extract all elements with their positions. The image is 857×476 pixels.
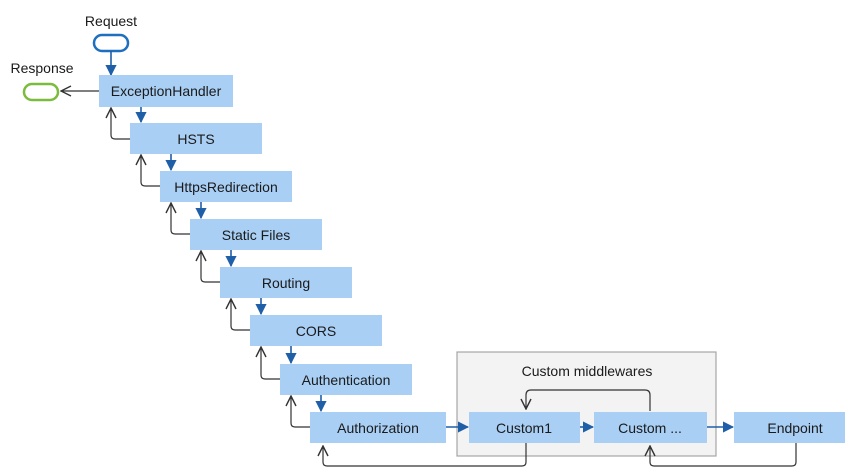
return-endpoint-to-custommore — [650, 443, 797, 467]
node-authorization: Authorization — [310, 412, 446, 443]
node-endpoint: Endpoint — [734, 412, 845, 443]
node-custom1-label: Custom1 — [496, 420, 552, 436]
node-custom-more: Custom ... — [594, 412, 707, 443]
response-pill — [22, 82, 60, 102]
node-cors-label: CORS — [296, 323, 336, 339]
return-custom1-to-authz — [323, 443, 527, 467]
node-routing-label: Routing — [262, 275, 310, 291]
return-https-to-hsts — [141, 155, 160, 187]
node-custom-more-label: Custom ... — [618, 420, 682, 436]
node-routing: Routing — [220, 267, 352, 298]
node-authentication: Authentication — [280, 364, 412, 395]
node-hsts-label: HSTS — [177, 131, 214, 147]
node-hsts: HSTS — [130, 123, 262, 154]
return-custommore-to-custom1 — [526, 389, 651, 411]
node-exceptionhandler-label: ExceptionHandler — [111, 83, 222, 99]
return-static-to-https — [171, 203, 190, 235]
node-cors: CORS — [250, 315, 382, 346]
custom-middlewares-title: Custom middlewares — [522, 363, 653, 379]
return-authn-to-cors — [261, 347, 280, 380]
node-httpsredirection-label: HttpsRedirection — [174, 179, 278, 195]
return-authz-to-authn — [291, 396, 310, 428]
request-pill — [92, 33, 130, 53]
node-authentication-label: Authentication — [302, 372, 391, 388]
response-return-lines — [111, 108, 797, 467]
return-hsts-to-exceptionhandler — [111, 108, 130, 140]
response-label: Response — [10, 60, 73, 76]
request-flow-arrows — [135, 107, 735, 433]
node-custom1: Custom1 — [469, 412, 580, 443]
node-exceptionhandler: ExceptionHandler — [99, 75, 233, 107]
node-staticfiles-label: Static Files — [222, 227, 290, 243]
node-staticfiles: Static Files — [190, 219, 322, 250]
request-label: Request — [85, 13, 137, 29]
return-routing-to-static — [201, 251, 220, 283]
node-endpoint-label: Endpoint — [767, 420, 822, 436]
node-authorization-label: Authorization — [337, 420, 419, 436]
node-httpsredirection: HttpsRedirection — [160, 171, 292, 202]
return-cors-to-routing — [231, 299, 250, 331]
